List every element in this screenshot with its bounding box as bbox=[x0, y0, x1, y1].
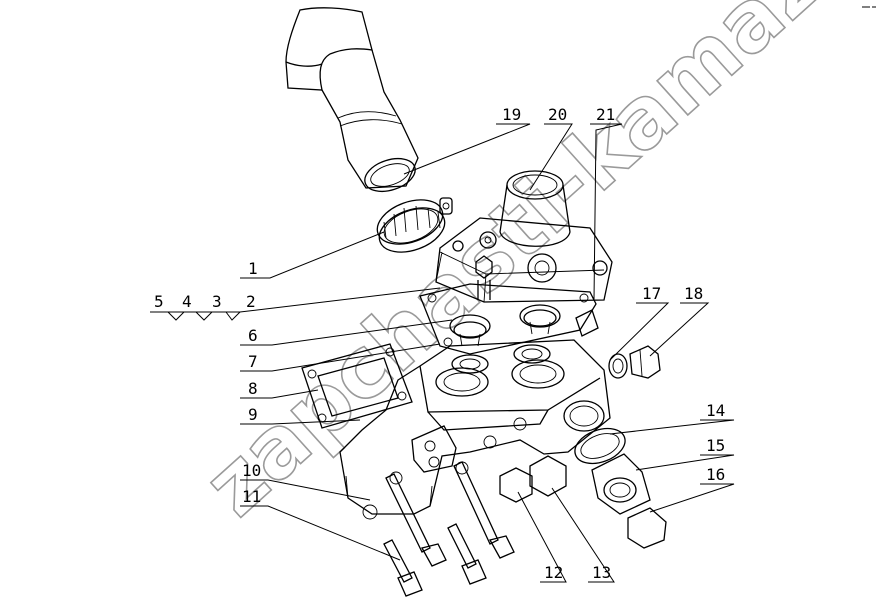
label-20: 20 bbox=[548, 105, 567, 124]
part-19-hose bbox=[285, 7, 419, 193]
label-5: 5 bbox=[154, 292, 164, 311]
label-11: 11 bbox=[242, 487, 261, 506]
label-9: 9 bbox=[248, 405, 258, 424]
part-10-11-bolts bbox=[383, 461, 515, 597]
label-4: 4 bbox=[182, 292, 192, 311]
leader-lines bbox=[150, 123, 735, 583]
label-3: 3 bbox=[212, 292, 222, 311]
label-12: 12 bbox=[544, 563, 563, 582]
part-2-gasket bbox=[419, 283, 597, 355]
part-1-clamp bbox=[376, 197, 453, 253]
label-8: 8 bbox=[248, 379, 258, 398]
part-20-outlet-housing bbox=[435, 170, 613, 303]
label-17: 17 bbox=[642, 284, 661, 303]
label-19: 19 bbox=[502, 105, 521, 124]
part-9-main-housing bbox=[339, 339, 611, 520]
label-7: 7 bbox=[248, 352, 258, 371]
part-14-16-union bbox=[574, 427, 667, 549]
part-12-13-fittings bbox=[499, 455, 567, 503]
label-10: 10 bbox=[242, 461, 261, 480]
watermark: zapchasti-kamaz.ru bbox=[186, 0, 877, 535]
label-15: 15 bbox=[706, 436, 725, 455]
callout-labels: 1 5 4 3 2 6 7 8 9 10 11 12 13 14 15 16 1… bbox=[154, 105, 725, 582]
label-14: 14 bbox=[706, 401, 725, 420]
label-1: 1 bbox=[248, 259, 258, 278]
part-7-flange-gasket bbox=[301, 343, 413, 429]
label-2: 2 bbox=[246, 292, 256, 311]
label-21: 21 bbox=[596, 105, 615, 124]
label-16: 16 bbox=[706, 465, 725, 484]
label-18: 18 bbox=[684, 284, 703, 303]
label-6: 6 bbox=[248, 326, 258, 345]
part-17-18-plug bbox=[608, 345, 661, 379]
label-13: 13 bbox=[592, 563, 611, 582]
